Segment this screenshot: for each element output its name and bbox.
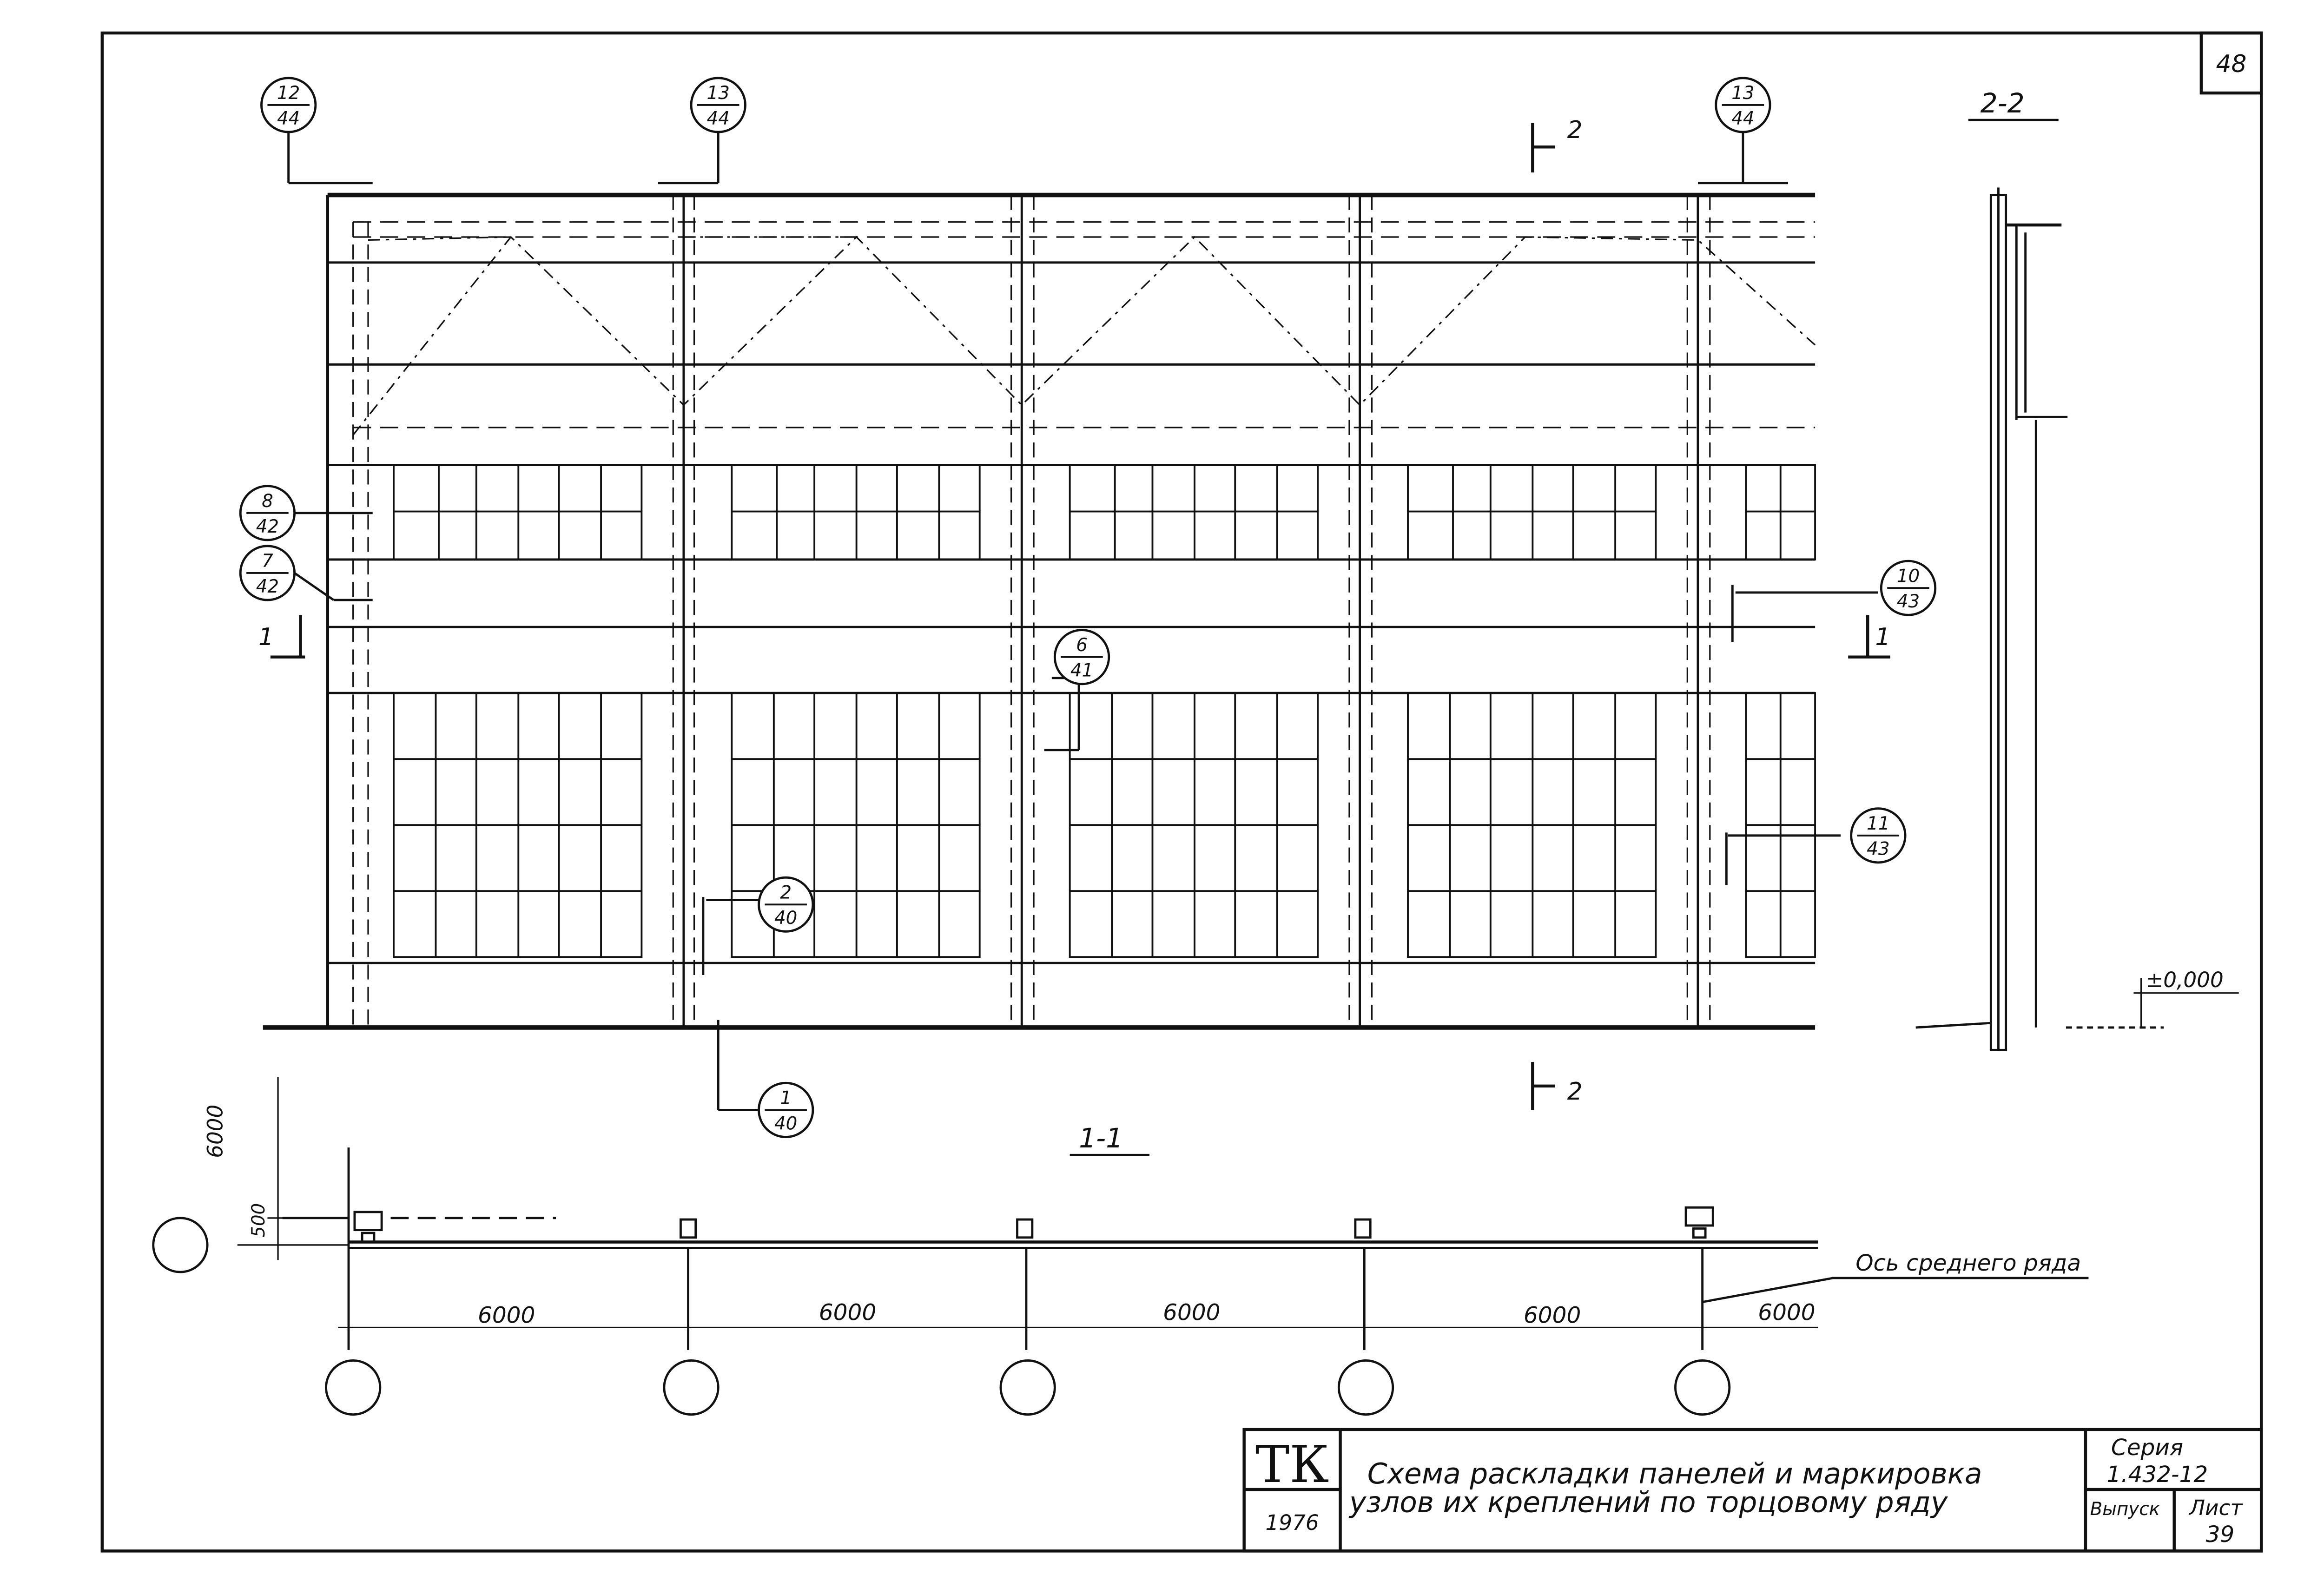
- elevation-label: ±0,000: [2146, 968, 2223, 992]
- stamp-title-line1: Схема раскладки панелей и маркировка: [1367, 1457, 1982, 1490]
- node-callout: 240: [758, 876, 814, 933]
- section-mark-2-bottom: 2: [1567, 1078, 1583, 1106]
- section-mark-1-right: 1: [1875, 623, 1890, 651]
- section-cut-markers: [270, 123, 1890, 1110]
- sheet-value: 39: [2206, 1522, 2235, 1548]
- series-label: Серия: [2111, 1435, 2183, 1461]
- sheet-frame: [100, 31, 2263, 1553]
- callout-node-number: 10: [1897, 566, 1920, 587]
- node-callouts: [287, 132, 1878, 1111]
- dim-span-1: 6000: [478, 1303, 535, 1329]
- callout-sheet-number: 44: [1731, 108, 1754, 129]
- callout-sheet-number: 40: [774, 1113, 797, 1134]
- section-mark-1-left: 1: [258, 623, 274, 651]
- callout-node-number: 13: [707, 83, 730, 104]
- sheet-number-box: 48: [2199, 31, 2263, 95]
- callout-node-number: 8: [262, 491, 273, 512]
- title-stamp: [1242, 1428, 2263, 1553]
- stamp-title-line2: узлов их креплений по торцовому ряду: [1348, 1486, 1948, 1519]
- callout-node-number: 11: [1867, 813, 1889, 834]
- issue-label: Выпуск: [2090, 1499, 2160, 1520]
- section-1-1-title: 1-1: [1079, 1122, 1123, 1154]
- callout-node-number: 7: [262, 551, 273, 572]
- upper-windows: [393, 464, 1816, 560]
- sheet-number: 48: [2216, 50, 2247, 78]
- dim-span-5: 6000: [1758, 1299, 1815, 1325]
- callout-sheet-number: 44: [707, 108, 730, 129]
- node-callout: 742: [239, 545, 296, 601]
- callout-sheet-number: 40: [774, 908, 797, 929]
- dim-offset: 500: [248, 1203, 269, 1238]
- callout-sheet-number: 44: [277, 108, 300, 129]
- dim-height-total: 6000: [203, 1105, 227, 1158]
- dim-span-4: 6000: [1524, 1303, 1581, 1329]
- sheet-label: Лист: [2188, 1496, 2243, 1520]
- lower-windows: [393, 692, 1816, 958]
- callout-node-number: 12: [277, 83, 300, 104]
- node-callout: 140: [758, 1081, 814, 1138]
- elevation-mark: ±0,000: [2133, 968, 2239, 1028]
- series-value: 1.432-12: [2106, 1462, 2208, 1488]
- middle-row-axis-label: Ось среднего ряда: [1855, 1250, 2081, 1276]
- elevation-view: [263, 192, 1816, 1030]
- callout-sheet-number: 42: [256, 516, 279, 537]
- callout-node-number: 1: [780, 1088, 792, 1109]
- tk-logo: ТК: [1255, 1435, 1329, 1494]
- section-mark-2-top: 2: [1567, 116, 1583, 144]
- axis-circles: [152, 1217, 1731, 1416]
- section-2-2-view: [1915, 187, 2164, 1051]
- plan-view: [237, 1077, 2089, 1350]
- callout-sheet-number: 43: [1867, 839, 1889, 860]
- callout-node-number: 6: [1076, 635, 1088, 656]
- callout-sheet-number: 41: [1070, 660, 1093, 681]
- callout-node-number: 13: [1731, 83, 1754, 104]
- section-2-2-title: 2-2: [1981, 87, 2025, 119]
- stamp-year: 1976: [1266, 1510, 1319, 1535]
- callout-sheet-number: 42: [256, 576, 279, 597]
- node-callout: 641: [1053, 629, 1110, 685]
- callout-sheet-number: 43: [1897, 591, 1920, 612]
- callout-node-number: 2: [780, 882, 792, 903]
- node-callout: 842: [239, 485, 296, 541]
- dim-span-2: 6000: [819, 1299, 876, 1325]
- dim-span-3: 6000: [1163, 1299, 1220, 1325]
